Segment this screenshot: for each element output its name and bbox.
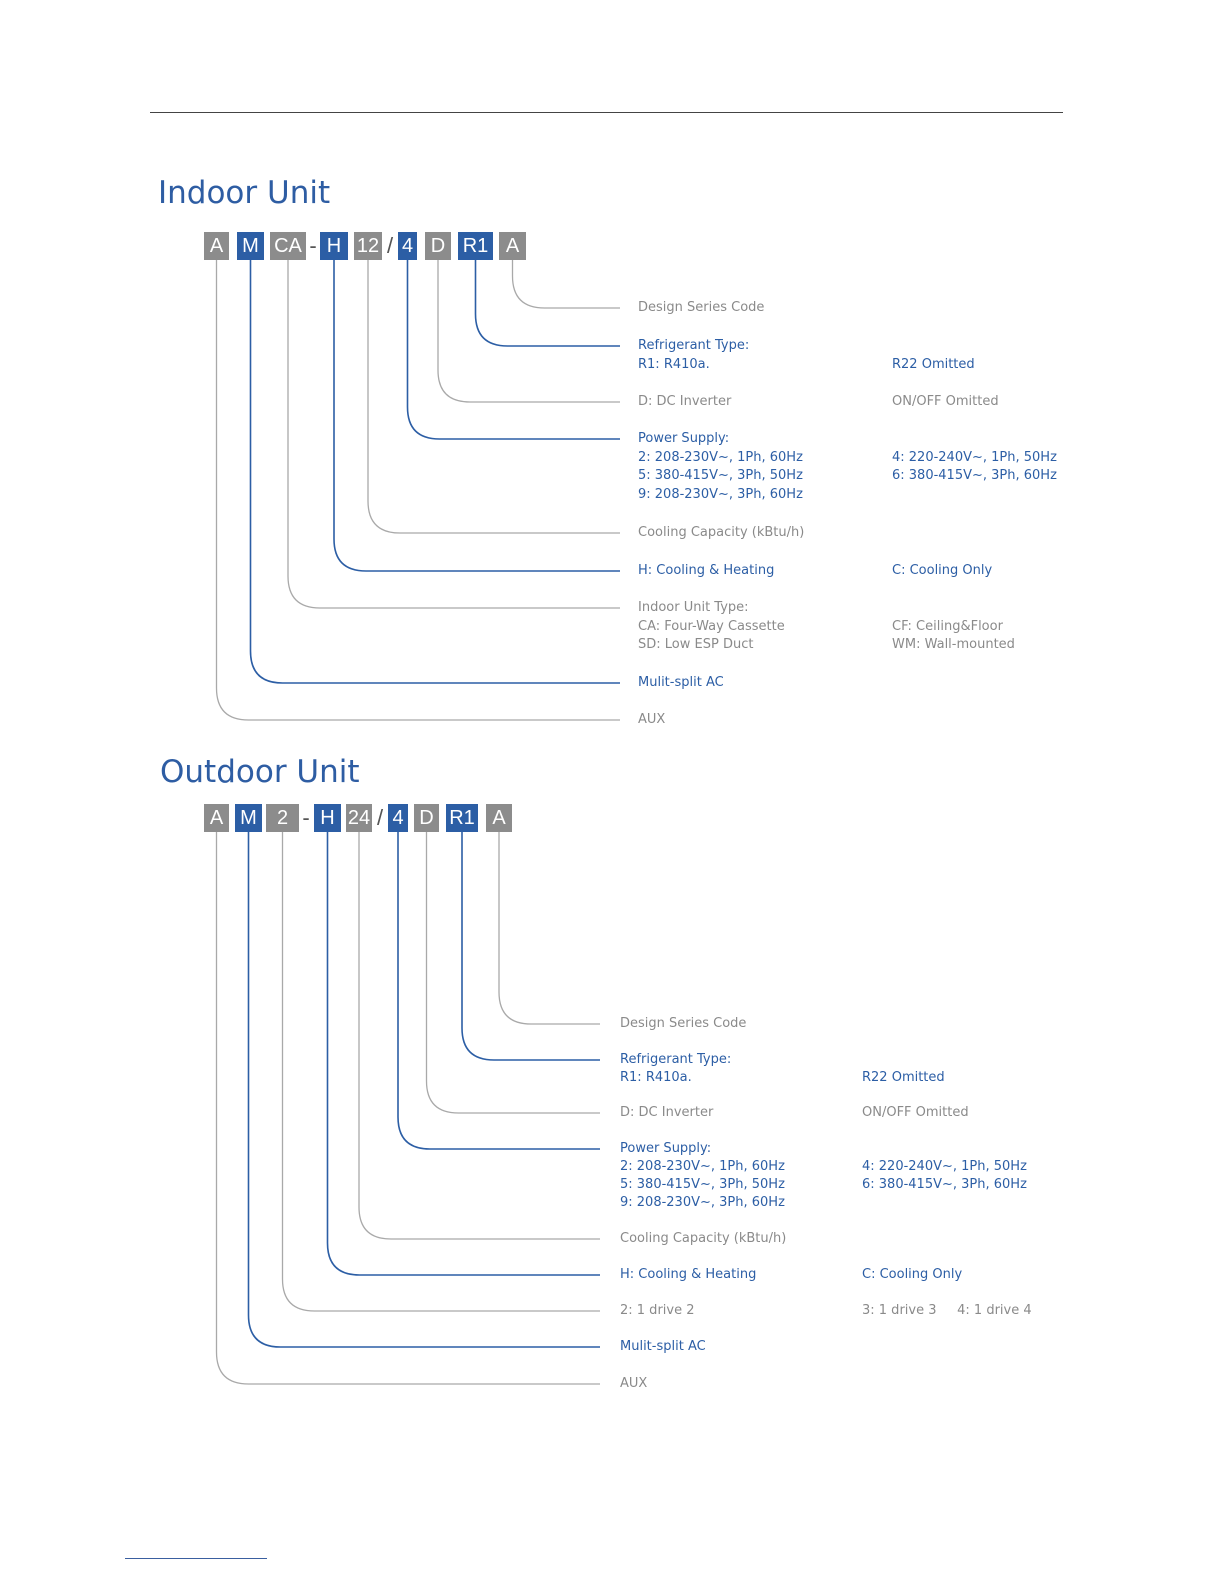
indoor-code-box: H xyxy=(320,232,348,260)
outdoor-legend-text: 9: 208-230V~, 3Ph, 60Hz xyxy=(620,1195,785,1210)
outdoor-code-separator: - xyxy=(302,805,310,830)
indoor-legend-text-right: R22 Omitted xyxy=(892,356,975,372)
outdoor-code-box: M xyxy=(235,804,262,832)
indoor-legend-text: Mulit-split AC xyxy=(638,675,724,690)
indoor-connector xyxy=(333,260,620,572)
indoor-code-separator: - xyxy=(309,233,317,258)
indoor-legend-text-right: WM: Wall-mounted xyxy=(892,637,1015,652)
outdoor-legend-text: Design Series Code xyxy=(620,1016,747,1031)
indoor-connector xyxy=(367,260,620,534)
indoor-legend-text: CA: Four-Way Cassette xyxy=(638,618,785,634)
indoor-legend-text: R1: R410a. xyxy=(638,356,710,372)
outdoor-code-box: 4 xyxy=(388,804,408,832)
indoor-legend-text: 2: 208-230V~, 1Ph, 60Hz xyxy=(638,449,803,465)
indoor-connector xyxy=(406,260,620,440)
indoor-connector xyxy=(474,260,620,347)
indoor-legend-text: H: Cooling & Heating xyxy=(638,563,775,578)
outdoor-code-box: D xyxy=(414,804,439,832)
outdoor-legend-text: 2: 1 drive 2 xyxy=(620,1303,695,1318)
indoor-legend-text-right: ON/OFF Omitted xyxy=(892,394,999,409)
outdoor-code-separator: / xyxy=(376,805,384,830)
outdoor-connector xyxy=(498,832,600,1025)
outdoor-connector xyxy=(425,832,600,1114)
outdoor-connector xyxy=(358,832,600,1240)
indoor-legend-text-right: 6: 380-415V~, 3Ph, 60Hz xyxy=(892,468,1057,483)
outdoor-legend-text-right: R22 Omitted xyxy=(862,1070,945,1085)
indoor-code-separator: / xyxy=(386,233,394,258)
outdoor-code-box: A xyxy=(486,804,512,832)
indoor-legend-text: Design Series Code xyxy=(638,300,765,315)
indoor-legend-text: Power Supply: xyxy=(638,431,730,446)
outdoor-code-box: A xyxy=(204,804,229,832)
outdoor-connector xyxy=(326,832,600,1276)
indoor-legend-text: AUX xyxy=(638,712,666,727)
outdoor-connector xyxy=(461,832,600,1061)
outdoor-legend-text: Refrigerant Type: xyxy=(620,1052,732,1067)
indoor-legend-text: Indoor Unit Type: xyxy=(638,600,749,615)
outdoor-connector xyxy=(281,832,600,1312)
outdoor-code-box: R1 xyxy=(446,804,478,832)
outdoor-legend-text-right: C: Cooling Only xyxy=(862,1267,963,1282)
header-rule xyxy=(150,112,1063,113)
indoor-connector xyxy=(215,260,620,721)
outdoor-code-box: 2 xyxy=(266,804,299,832)
indoor-code-box: A xyxy=(204,232,229,260)
indoor-connector xyxy=(249,260,620,684)
indoor-code-box: CA xyxy=(270,232,306,260)
indoor-code-box: 4 xyxy=(398,232,417,260)
indoor-legend-text: 9: 208-230V~, 3Ph, 60Hz xyxy=(638,486,803,502)
indoor-code-box: R1 xyxy=(458,232,493,260)
indoor-legend-text-right: CF: Ceiling&Floor xyxy=(892,618,1003,634)
indoor-code-box: M xyxy=(237,232,264,260)
outdoor-legend-text-right: 4: 220-240V~, 1Ph, 50Hz xyxy=(862,1159,1027,1174)
indoor-connector xyxy=(437,260,620,403)
outdoor-legend-text: Cooling Capacity (kBtu/h) xyxy=(620,1231,787,1246)
outdoor-connector xyxy=(215,832,600,1385)
outdoor-legend-text-right: 6: 380-415V~, 3Ph, 60Hz xyxy=(862,1177,1027,1192)
outdoor-code-box: 24 xyxy=(346,804,372,832)
indoor-connector xyxy=(287,260,620,609)
outdoor-connector xyxy=(247,832,600,1348)
outdoor-legend-text-right: 3: 1 drive 3 4: 1 drive 4 xyxy=(862,1303,1032,1318)
outdoor-legend-text-right: ON/OFF Omitted xyxy=(862,1105,969,1120)
outdoor-legend-text: Power Supply: xyxy=(620,1141,712,1156)
indoor-code-box: D xyxy=(425,232,451,260)
outdoor-legend-text: D: DC Inverter xyxy=(620,1105,714,1120)
indoor-legend-text: SD: Low ESP Duct xyxy=(638,637,754,652)
indoor-legend-text: 5: 380-415V~, 3Ph, 50Hz xyxy=(638,468,803,483)
indoor-title: Indoor Unit xyxy=(158,175,331,211)
outdoor-legend-text: 5: 380-415V~, 3Ph, 50Hz xyxy=(620,1177,785,1192)
indoor-connector xyxy=(511,260,620,309)
outdoor-legend-text: R1: R410a. xyxy=(620,1070,692,1085)
outdoor-connector xyxy=(397,832,600,1150)
indoor-legend-text: Refrigerant Type: xyxy=(638,338,750,353)
footnote-rule xyxy=(125,1558,267,1559)
outdoor-legend-text: Mulit-split AC xyxy=(620,1339,706,1354)
outdoor-code-box: H xyxy=(314,804,341,832)
indoor-legend-text-right: C: Cooling Only xyxy=(892,563,993,578)
outdoor-legend-text: 2: 208-230V~, 1Ph, 60Hz xyxy=(620,1159,785,1174)
indoor-code-box: 12 xyxy=(354,232,382,260)
indoor-legend-text: Cooling Capacity (kBtu/h) xyxy=(638,525,805,540)
outdoor-legend-text: H: Cooling & Heating xyxy=(620,1267,757,1282)
indoor-legend-text-right: 4: 220-240V~, 1Ph, 50Hz xyxy=(892,449,1057,465)
indoor-code-box: A xyxy=(499,232,526,260)
outdoor-title: Outdoor Unit xyxy=(160,754,360,790)
outdoor-legend-text: AUX xyxy=(620,1376,648,1391)
indoor-legend-text: D: DC Inverter xyxy=(638,394,732,409)
